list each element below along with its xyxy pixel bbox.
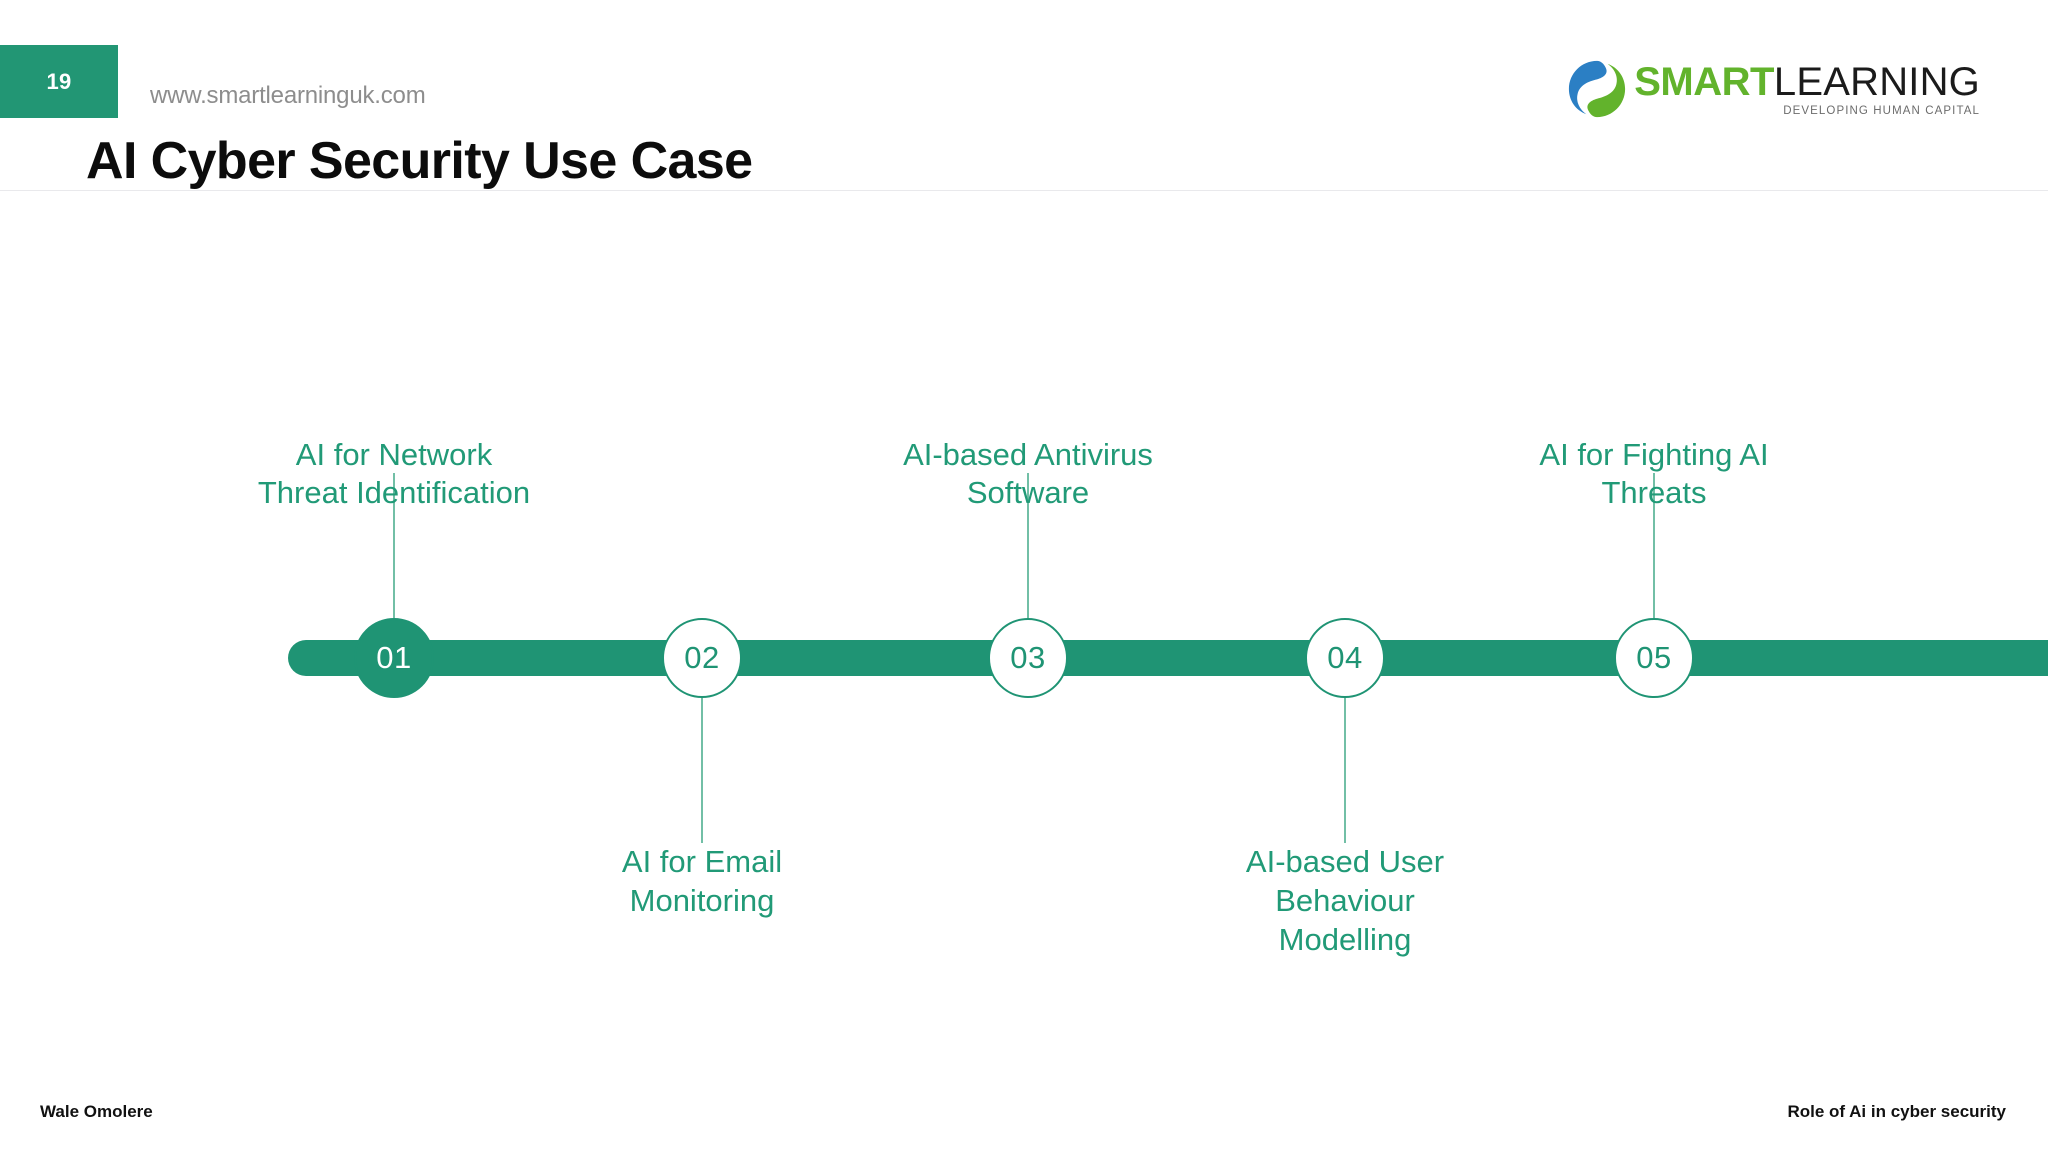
timeline-node-04-number: 04: [1327, 640, 1363, 675]
timeline-node-01-number: 01: [376, 640, 412, 675]
timeline-label-05-line1: AI for Fighting AI: [1539, 436, 1769, 472]
timeline-node-03[interactable]: 03: [988, 618, 1068, 698]
timeline-node-01[interactable]: 01: [354, 618, 434, 698]
timeline-connector-02: [701, 698, 703, 843]
timeline-label-03-line2: Software: [966, 475, 1090, 511]
brand-logo: SMART LEARNING DEVELOPING HUMAN CAPITAL: [1566, 58, 1980, 120]
timeline-label-03: AI-based Antivirus Software: [903, 436, 1153, 514]
timeline-label-02-line2: Monitoring: [629, 882, 775, 918]
logo-tagline: DEVELOPING HUMAN CAPITAL: [1783, 104, 1980, 117]
timeline-label-05: AI for Fighting AI Threats: [1539, 436, 1768, 514]
footer-subject: Role of Ai in cyber security: [1787, 1102, 2006, 1121]
timeline-connector-04: [1344, 698, 1346, 843]
timeline-node-03-number: 03: [1010, 640, 1046, 675]
logo-word-smart: SMART: [1634, 59, 1774, 104]
slide-footer: Wale Omolere Role of Ai in cyber securit…: [0, 1060, 2048, 1152]
smartlearning-swoosh-icon: [1566, 58, 1628, 120]
timeline-label-01-line1: AI for Network: [295, 436, 493, 472]
timeline-label-05-line2: Threats: [1601, 475, 1707, 511]
timeline-bar: [288, 640, 2048, 676]
page-number-text: 19: [46, 68, 72, 94]
page-title: AI Cyber Security Use Case: [86, 132, 753, 190]
site-url-text: www.smartlearninguk.com: [150, 82, 426, 109]
timeline-label-01-line2: Threat Identification: [257, 475, 531, 511]
timeline-node-05-number: 05: [1636, 640, 1672, 675]
logo-word-learning: LEARNING: [1773, 59, 1980, 104]
timeline-connector-05: [1653, 473, 1655, 618]
timeline-label-04-line2: Behaviour: [1275, 882, 1415, 918]
footer-author: Wale Omolere: [40, 1102, 153, 1121]
timeline-label-03-line1: AI-based Antivirus: [903, 436, 1153, 472]
timeline-node-05[interactable]: 05: [1614, 618, 1694, 698]
header-divider: [0, 190, 2048, 191]
timeline-label-04-line1: AI-based User: [1245, 844, 1445, 879]
slide-header: 19 www.smartlearninguk.com AI Cyber Secu…: [0, 0, 2048, 192]
timeline-label-02-line1: AI for Email: [621, 844, 783, 879]
timeline-node-02-number: 02: [684, 640, 720, 675]
timeline-label-04: AI-based User Behaviour Modelling: [1246, 843, 1444, 959]
timeline-connector-03: [1027, 473, 1029, 618]
timeline-label-04-line3: Modelling: [1278, 921, 1412, 957]
page-number-badge: 19: [0, 45, 118, 118]
timeline-node-02[interactable]: 02: [662, 618, 742, 698]
timeline-node-04[interactable]: 04: [1305, 618, 1385, 698]
timeline-label-02: AI for Email Monitoring: [622, 843, 782, 921]
timeline: AI for Network Threat Identification 01 …: [0, 437, 2048, 957]
logo-wordmark: SMART LEARNING DEVELOPING HUMAN CAPITAL: [1634, 62, 1980, 117]
timeline-label-01: AI for Network Threat Identification: [258, 436, 530, 514]
timeline-connector-01: [393, 473, 395, 618]
